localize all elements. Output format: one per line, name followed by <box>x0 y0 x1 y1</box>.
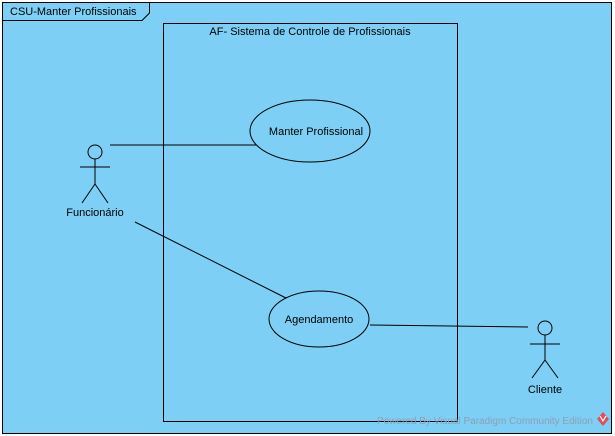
system-boundary[interactable] <box>163 23 458 422</box>
stick-figure-icon <box>80 144 110 204</box>
stick-figure-icon <box>530 320 560 379</box>
use-case-agendamento-shape <box>268 290 370 348</box>
use-case-manter-profissional-label: Manter Profissional <box>269 126 363 138</box>
actor-funcionario[interactable]: Funcionário <box>66 144 124 219</box>
actor-cliente[interactable]: Cliente <box>528 320 562 396</box>
use-case-manter-profissional[interactable]: Manter Profissional <box>249 99 371 163</box>
use-case-agendamento-label: Agendamento <box>285 314 354 326</box>
actor-funcionario-label: Funcionário <box>66 207 123 219</box>
association-cliente-agendamento[interactable] <box>369 324 529 328</box>
frame-title-tab <box>2 2 150 21</box>
association-funcionario-agendamento[interactable] <box>134 221 287 299</box>
use-case-manter-profissional-shape <box>249 99 371 163</box>
system-boundary-label: AF- Sistema de Controle de Profissionais <box>209 26 411 38</box>
watermark-text: Powered By Visual Paradigm Community Edi… <box>377 416 593 427</box>
use-case-agendamento[interactable]: Agendamento <box>268 290 370 348</box>
actor-cliente-label: Cliente <box>528 384 562 396</box>
frame-title: CSU-Manter Profissionais <box>10 6 137 18</box>
visual-paradigm-logo-icon <box>597 412 609 426</box>
